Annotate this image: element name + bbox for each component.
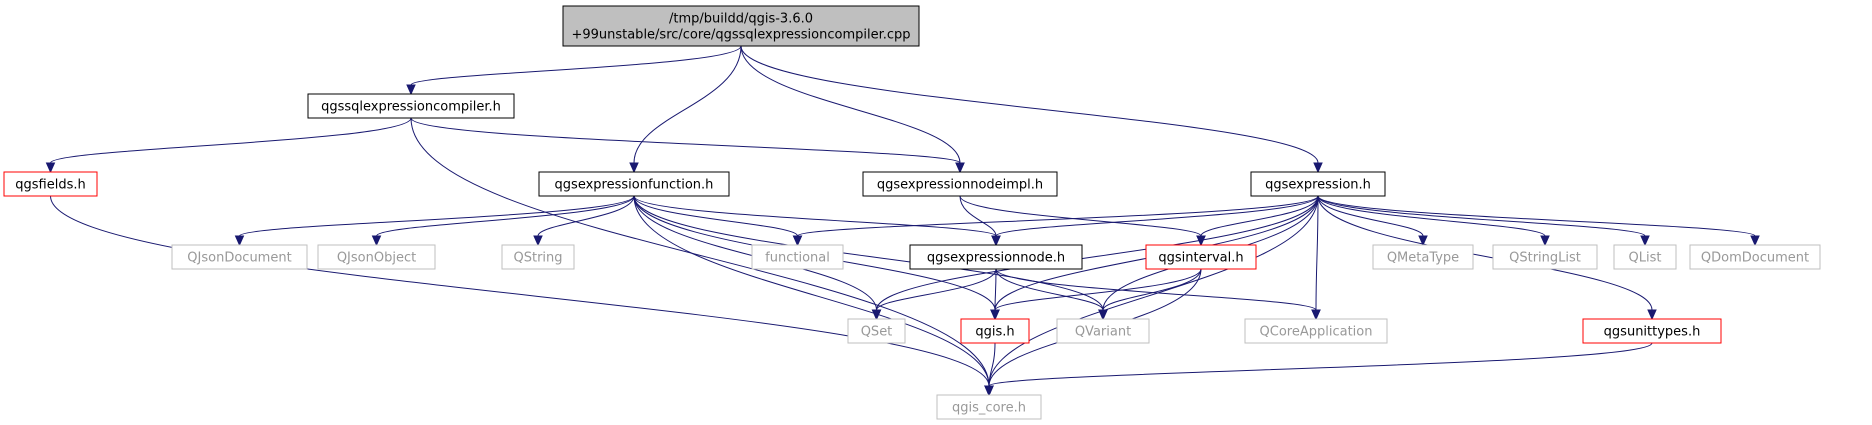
edge-qgssqlexpressioncompiler-h-to-qgis-core-h: [410, 117, 994, 397]
edge-qgsexpression-h-to-qlist: [1317, 195, 1650, 247]
edge-qgsexpressionfunction-h-to-qjsondocument: [234, 195, 635, 247]
node-label: qgsfields.h: [15, 178, 85, 193]
node-label: QStringList: [1509, 251, 1581, 266]
node-label: QString: [513, 251, 562, 266]
edge-root-to-qgsexpression-h: [740, 45, 1323, 174]
node-qjsonobject: QJsonObject: [317, 244, 436, 270]
node-qvariant: QVariant: [1056, 318, 1150, 344]
node-box: [1250, 171, 1386, 197]
edge-qgsinterval-h-to-qvariant: [1098, 268, 1202, 321]
node-qstringlist: QStringList: [1492, 244, 1598, 270]
node-qgsexpressionnode-h[interactable]: qgsexpressionnode.h: [909, 244, 1083, 270]
node-box: [936, 394, 1042, 420]
node-qgis-core-h: qgis_core.h: [936, 394, 1042, 420]
edge-qgsexpression-h-to-qgsexpressionnode-h: [991, 195, 1319, 247]
edge-root-to-qgsexpressionnodeimpl-h: [740, 45, 965, 174]
node-box: [171, 244, 308, 270]
node-qstring: QString: [501, 244, 575, 270]
node-qgsinterval-h[interactable]: qgsinterval.h: [1145, 244, 1257, 270]
node-qset: QSet: [847, 318, 906, 344]
node-qgsunittypes-h[interactable]: qgsunittypes.h: [1582, 318, 1722, 344]
node-box: [1492, 244, 1598, 270]
node-box: [1145, 244, 1257, 270]
edge-qgsexpressionnode-h-to-qset: [871, 268, 997, 321]
edge-qgsexpressionnode-h-to-qcoreapplication: [995, 268, 1321, 321]
node-label: qgsexpressionfunction.h: [555, 178, 714, 193]
node-root[interactable]: /tmp/buildd/qgis-3.6.0+99unstable/src/co…: [562, 5, 920, 47]
edge-qgsexpressionfunction-h-to-qgsexpressionnode-h: [633, 195, 1001, 247]
node-label: qgis_core.h: [952, 401, 1026, 416]
node-label: +99unstable/src/core/qgssqlexpressioncom…: [571, 28, 910, 43]
edge-root-to-qgsexpressionfunction-h: [629, 45, 742, 174]
node-label: QJsonDocument: [187, 251, 291, 266]
node-box: [1056, 318, 1150, 344]
edges-layer: [45, 45, 1760, 397]
node-box: [960, 318, 1030, 344]
edge-qgsexpression-h-to-functional: [792, 195, 1319, 247]
edge-qgssqlexpressioncompiler-h-to-qgsfields-h: [45, 117, 412, 174]
node-box: [3, 171, 98, 197]
node-box: [1689, 244, 1821, 270]
edge-qgsexpression-h-to-qdomdocument: [1317, 195, 1760, 247]
edge-qgsexpression-h-to-qmetatype: [1317, 195, 1428, 247]
edge-qgssqlexpressioncompiler-h-to-qgsexpressionnodeimpl-h: [410, 117, 965, 174]
node-box: [751, 244, 844, 270]
node-label: qgsexpression.h: [1265, 178, 1371, 193]
node-label: QList: [1629, 251, 1662, 266]
node-label: QSet: [861, 325, 893, 340]
node-label: QMetaType: [1387, 251, 1459, 266]
node-box: [909, 244, 1083, 270]
edge-root-to-qgssqlexpressioncompiler-h: [406, 45, 742, 96]
edge-qgsexpressionfunction-h-to-qstring: [533, 195, 635, 247]
node-label: qgsinterval.h: [1158, 251, 1243, 266]
node-box: [1372, 244, 1474, 270]
node-qcoreapplication: QCoreApplication: [1244, 318, 1388, 344]
node-box: [501, 244, 575, 270]
node-qmetatype: QMetaType: [1372, 244, 1474, 270]
edge-qgsfields-h-to-qgis-core-h: [50, 195, 994, 397]
node-box: [307, 93, 515, 119]
node-qgis-h[interactable]: qgis.h: [960, 318, 1030, 344]
node-qgsfields-h[interactable]: qgsfields.h: [3, 171, 98, 197]
node-box: [317, 244, 436, 270]
node-label: qgsexpressionnodeimpl.h: [877, 178, 1043, 193]
edge-qgsexpression-h-to-qgsunittypes-h: [1317, 195, 1657, 321]
node-box: [1613, 244, 1677, 270]
node-label: QVariant: [1075, 325, 1131, 340]
node-label: qgsexpressionnode.h: [927, 251, 1065, 266]
nodes-layer: /tmp/buildd/qgis-3.6.0+99unstable/src/co…: [3, 5, 1821, 420]
node-box: [562, 5, 920, 47]
node-qlist: QList: [1613, 244, 1677, 270]
edge-qgsexpression-h-to-qstringlist: [1317, 195, 1550, 247]
node-box: [1582, 318, 1722, 344]
node-label: QDomDocument: [1701, 251, 1809, 266]
node-label: QJsonObject: [337, 251, 416, 266]
node-qgsexpressionnodeimpl-h[interactable]: qgsexpressionnodeimpl.h: [862, 171, 1058, 197]
node-qjsondocument: QJsonDocument: [171, 244, 308, 270]
edge-qgsinterval-h-to-qgis-h: [990, 268, 1202, 321]
edge-qgsunittypes-h-to-qgis-core-h: [984, 342, 1653, 397]
node-label: functional: [765, 251, 830, 266]
node-label: /tmp/buildd/qgis-3.6.0: [669, 12, 813, 27]
node-box: [1244, 318, 1388, 344]
node-qgssqlexpressioncompiler-h[interactable]: qgssqlexpressioncompiler.h: [307, 93, 515, 119]
node-qgsexpressionfunction-h[interactable]: qgsexpressionfunction.h: [538, 171, 730, 197]
node-box: [862, 171, 1058, 197]
node-functional: functional: [751, 244, 844, 270]
node-label: QCoreApplication: [1260, 325, 1373, 340]
node-box: [847, 318, 906, 344]
node-qgsexpression-h[interactable]: qgsexpression.h: [1250, 171, 1386, 197]
node-box: [538, 171, 730, 197]
node-qdomdocument: QDomDocument: [1689, 244, 1821, 270]
edge-qgsexpressionfunction-h-to-qjsonobject: [371, 195, 635, 247]
node-label: qgsunittypes.h: [1604, 325, 1701, 340]
node-label: qgis.h: [975, 325, 1014, 340]
node-label: qgssqlexpressioncompiler.h: [321, 100, 501, 115]
